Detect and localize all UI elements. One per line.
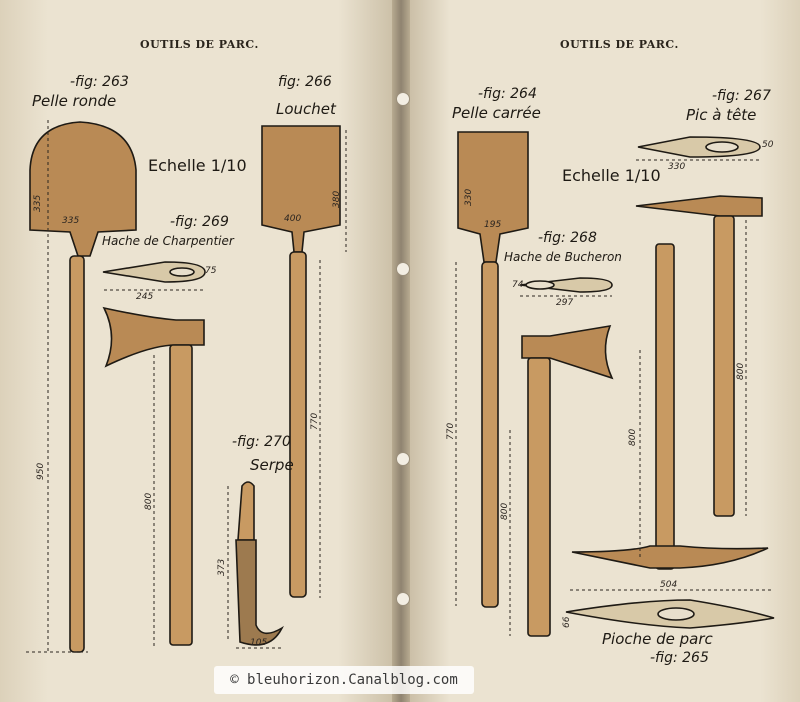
spade-handle: [289, 251, 307, 598]
fig-268-number: -fig: 268: [538, 230, 597, 246]
woodcutter-axe-handle: [527, 357, 551, 637]
fig-270-number: -fig: 270: [232, 434, 291, 450]
fig-266-name: Louchet: [276, 100, 336, 118]
fig-266-dim: 770: [310, 412, 320, 430]
round-shovel-blade: [29, 121, 137, 257]
fig-269-number: -fig: 269: [170, 214, 229, 230]
spade-blade: [261, 125, 341, 253]
fig-268-dim: 800: [628, 428, 638, 446]
fig-267-dim: 50: [762, 140, 774, 150]
fig-265-name: Pioche de parc: [602, 630, 713, 648]
square-shovel-handle: [481, 261, 499, 608]
fig-265-dim: 504: [660, 580, 678, 590]
fig-267-dim: 330: [668, 162, 686, 172]
fig-263-dim: 335: [33, 194, 43, 212]
binding-hole: [396, 452, 410, 466]
fig-270-dim: 373: [217, 558, 227, 576]
fig-268-dim: 74: [512, 280, 524, 290]
right-page-header: OUTILS DE PARC.: [560, 38, 679, 51]
carpenter-axe-head: [102, 306, 205, 368]
mattock-handle: [655, 243, 675, 570]
woodcutter-axe-head: [521, 324, 614, 380]
mattock-head: [571, 545, 769, 569]
round-shovel-handle: [69, 255, 85, 653]
carpenter-axe-head-top: [102, 261, 206, 283]
pick-head: [635, 195, 763, 217]
fig-264-name: Pelle carrée: [452, 104, 541, 122]
fig-265-dim: 66: [562, 616, 572, 628]
left-scale-label: Echelle 1/10: [148, 156, 247, 175]
fig-266-dim: 380: [332, 190, 342, 208]
watermark-label: © bleuhorizon.Canalblog.com: [214, 666, 474, 694]
fig-264-dim: 770: [446, 422, 456, 440]
fig-263-dim: 950: [36, 462, 46, 480]
fig-263-number: -fig: 263: [70, 74, 129, 90]
fig-265-number: -fig: 265: [650, 650, 709, 666]
fig-270-name: Serpe: [250, 456, 294, 474]
left-page: [0, 0, 398, 702]
left-page-header: OUTILS DE PARC.: [140, 38, 259, 51]
fig-266-dim: 400: [284, 214, 302, 224]
binding-hole: [396, 262, 410, 276]
book-gutter: [392, 0, 410, 702]
fig-266-number: fig: 266: [278, 74, 332, 90]
right-scale-label: Echelle 1/10: [562, 166, 661, 185]
binding-hole: [396, 592, 410, 606]
dimension-lines: [26, 120, 774, 653]
fig-268-dim: 297: [556, 298, 574, 308]
billhook: [237, 481, 255, 541]
fig-269-name: Hache de Charpentier: [102, 234, 234, 248]
fig-270-dim: 105: [250, 638, 268, 648]
fig-267-number: -fig: 267: [712, 88, 771, 104]
fig-263-dim: 335: [62, 216, 80, 226]
binding-hole: [396, 92, 410, 106]
fig-264-dim: 195: [484, 220, 502, 230]
fig-267-name: Pic à tête: [686, 106, 757, 124]
fig-264-dim: 330: [464, 188, 474, 206]
woodcutter-axe-head-top: [519, 277, 613, 293]
fig-264-number: -fig: 264: [478, 86, 537, 102]
fig-269-dim: 75: [205, 266, 217, 276]
fig-268-dim: 800: [500, 502, 510, 520]
fig-267-dim: 800: [736, 362, 746, 380]
pick-head-top: [637, 136, 761, 158]
carpenter-axe-handle: [169, 344, 193, 646]
fig-269-dim: 800: [144, 492, 154, 510]
fig-269-dim: 245: [136, 292, 154, 302]
fig-268-name: Hache de Bucheron: [504, 250, 622, 264]
pick-handle: [713, 215, 735, 517]
fig-263-name: Pelle ronde: [32, 92, 117, 110]
